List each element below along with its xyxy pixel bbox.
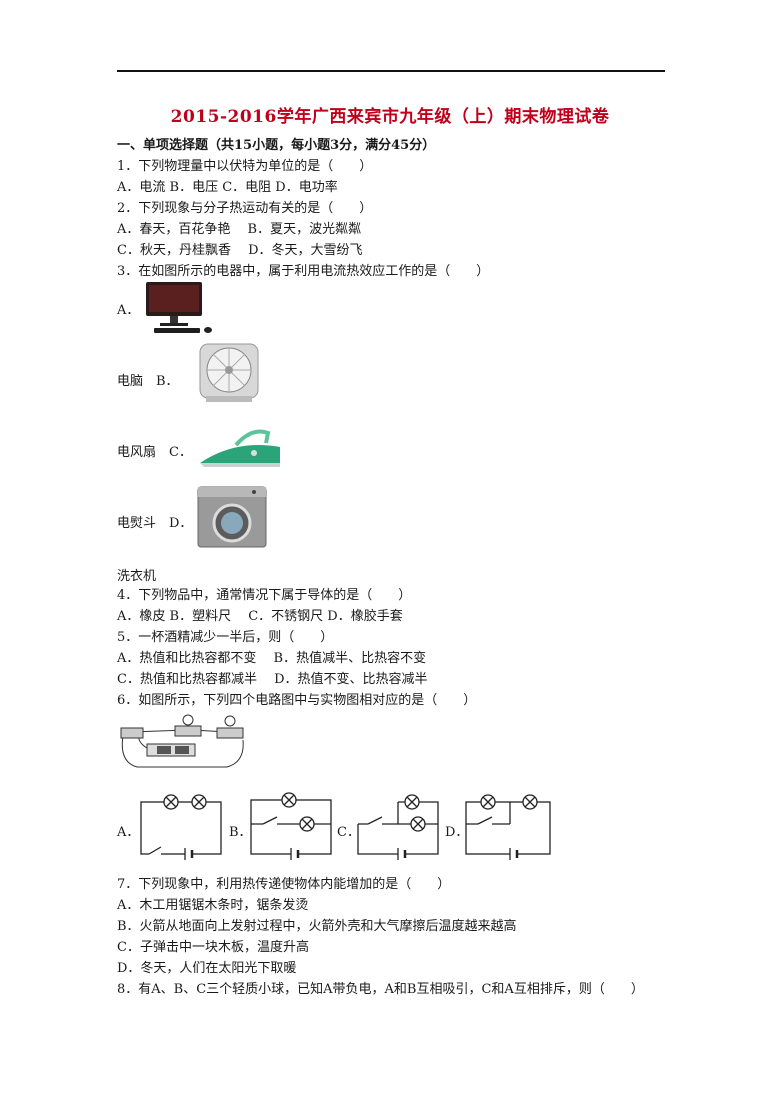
q4-stem: 4．下列物品中，通常情况下属于导体的是（ ）	[117, 588, 412, 603]
iron-image	[200, 429, 280, 467]
q2-options-ab: A．春天，百花争艳 B．夏天，波光粼粼	[117, 222, 362, 237]
q2-stem: 2．下列现象与分子热运动有关的是（ ）	[117, 201, 373, 216]
q6-label-d: D．	[445, 825, 469, 840]
top-rule	[117, 70, 665, 72]
q6-label-c: C．	[337, 825, 360, 840]
q6-label-b: B．	[229, 825, 252, 840]
circuit-diagram-d	[465, 794, 551, 860]
circuit-diagram-c	[357, 794, 439, 860]
q8-stem: 8．有A、B、C三个轻质小球，已知A带负电，A和B互相吸引，C和A互相排斥，则（…	[117, 982, 644, 997]
physical-circuit-image	[120, 714, 244, 768]
q1-stem: 1．下列物理量中以伏特为单位的是（ ）	[117, 159, 373, 174]
q3-label-b: 电脑 B．	[117, 374, 179, 389]
q6-stem: 6．如图所示，下列四个电路图中与实物图相对应的是（ ）	[117, 693, 477, 708]
exam-title: 2015-2016学年广西来宾市九年级（上）期末物理试卷	[170, 107, 610, 127]
q7-option-b: B．火箭从地面向上发射过程中，火箭外壳和大气摩擦后温度越来越高	[117, 919, 517, 934]
q2-options-cd: C．秋天，丹桂飘香 D．冬天，大雪纷飞	[117, 243, 363, 258]
q7-option-a: A．木工用锯锯木条时，锯条发烫	[117, 898, 309, 913]
q3-stem: 3．在如图所示的电器中，属于利用电流热效应工作的是（ ）	[117, 264, 490, 279]
circuit-diagram-b	[250, 792, 332, 860]
q3-label-d: 电熨斗 D．	[117, 516, 193, 531]
q1-options: A．电流 B．电压 C．电阻 D．电功率	[117, 180, 338, 195]
circuit-diagram-a	[140, 794, 222, 860]
q5-stem: 5．一杯酒精减少一半后，则（ ）	[117, 630, 334, 645]
section-heading: 一、单项选择题（共15小题，每小题3分，满分45分）	[117, 138, 436, 153]
q4-options: A．橡皮 B．塑料尺 C．不锈钢尺 D．橡胶手套	[117, 609, 403, 624]
q3-label-end: 洗衣机	[117, 569, 157, 584]
q3-label-a: A．	[117, 303, 140, 318]
q3-label-c: 电风扇 C．	[117, 445, 192, 460]
q5-options-ab: A．热值和比热容都不变 B．热值减半、比热容不变	[117, 651, 427, 666]
q7-option-d: D．冬天，人们在太阳光下取暖	[117, 961, 297, 976]
q7-option-c: C．子弹击中一块木板，温度升高	[117, 940, 309, 955]
q5-options-cd: C．热值和比热容都减半 D．热值不变、比热容减半	[117, 672, 428, 687]
fan-image	[199, 343, 259, 402]
q7-stem: 7．下列现象中，利用热传递使物体内能增加的是（ ）	[117, 877, 451, 892]
q6-label-a: A．	[117, 825, 140, 840]
computer-image	[146, 282, 212, 333]
washing-machine-image	[197, 486, 267, 548]
